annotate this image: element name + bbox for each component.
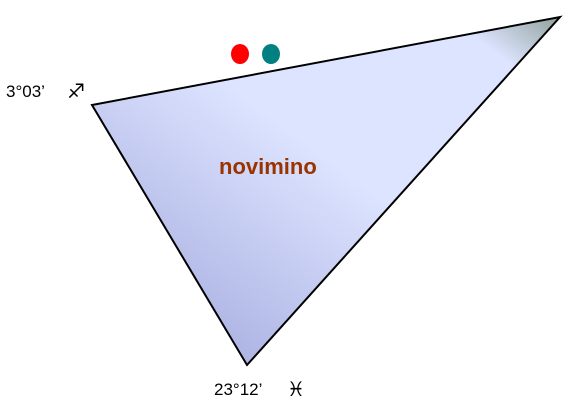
teal-dot-marker	[262, 44, 280, 64]
pisces-icon: ♓	[287, 377, 305, 401]
bottom-vertex-degree: 23°12’	[214, 380, 262, 399]
sagittarius-icon: ♐	[67, 79, 85, 103]
red-dot-marker	[231, 44, 249, 64]
triangle-shape	[90, 15, 563, 367]
center-label: novimino	[219, 154, 317, 179]
left-vertex-degree: 3°03’	[6, 82, 45, 101]
